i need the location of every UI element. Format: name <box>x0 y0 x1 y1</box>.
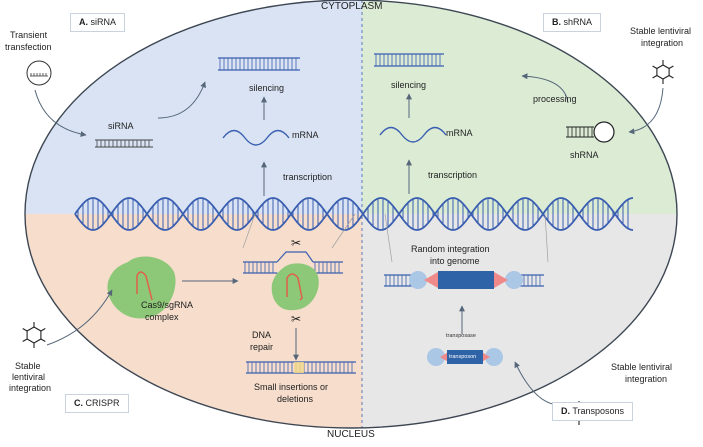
random-integration-label-2: into genome <box>430 256 480 266</box>
hairpin-loop <box>593 121 615 143</box>
panel-d-tag: D. Transposons <box>552 402 634 421</box>
tir-right <box>494 272 508 288</box>
stable-c-label-2: lentiviral <box>12 372 46 382</box>
lentivirus-b-icon <box>652 60 674 84</box>
transient-label-1: Transient <box>10 30 48 40</box>
mrna-b-label: mRNA <box>446 128 473 138</box>
mrna-b-strand <box>379 126 447 143</box>
capsid-spike <box>40 338 46 342</box>
capsid-outline <box>26 326 42 344</box>
zoom-line-c-left <box>242 213 256 249</box>
transposase-left <box>409 271 427 289</box>
scissors-top-icon: ✂ <box>291 236 301 250</box>
transcription-a-label: transcription <box>283 172 333 182</box>
transfection-vesicle-icon <box>26 60 52 86</box>
zoom-line-c-right <box>331 213 356 249</box>
zoom-line-d-left <box>384 213 393 263</box>
dna-strand-2 <box>74 197 634 231</box>
mrna-a-label: mRNA <box>292 130 319 140</box>
zoom-line-d-right <box>544 213 549 263</box>
stable-d-label-2: integration <box>625 374 668 384</box>
panel-b-name: shRNA <box>563 17 593 27</box>
cytoplasm-label: CYTOPLASM <box>321 1 383 12</box>
cas9-label-1: Cas9/sgRNA <box>141 300 194 310</box>
sirna-duplex-icon <box>95 139 153 148</box>
panel-b-tag: B. shRNA <box>543 13 602 32</box>
quadrant-crispr <box>25 214 362 428</box>
silencing-complex-a-icon <box>218 57 300 71</box>
silencing-b-label: silencing <box>391 80 427 90</box>
bound-sgrna-icon <box>286 273 303 301</box>
indel-label-2: deletions <box>277 394 314 404</box>
free-transposase-left <box>427 348 445 366</box>
silencing-a-label: silencing <box>249 83 285 93</box>
capsid-spike <box>22 328 28 332</box>
panel-c-letter: C. <box>74 398 83 408</box>
stable-d-label-1: Stable lentiviral <box>611 362 673 372</box>
transposon-label: transposon <box>449 354 477 360</box>
shrna-label: shRNA <box>570 150 599 160</box>
panel-a-tag: A. siRNA <box>70 13 126 32</box>
panel-b-letter: B. <box>552 17 561 27</box>
mrna-a-strand <box>222 129 290 146</box>
capsid-spike <box>22 338 28 342</box>
stable-b-label-2: integration <box>641 38 684 48</box>
panel-c-tag: C. CRISPR <box>65 394 129 413</box>
free-transposon-icon <box>427 348 503 366</box>
nucleus-label: NUCLEUS <box>327 429 375 440</box>
scissors-bottom-icon: ✂ <box>291 312 301 326</box>
cell-outline <box>24 0 678 429</box>
lentivirus-c-icon <box>22 322 46 348</box>
lentiviral-b-arrow <box>628 87 664 135</box>
random-integration-label-1: Random integration <box>411 244 490 254</box>
processing-arrow <box>521 73 569 104</box>
dna-repair-label-1: DNA <box>252 330 272 340</box>
free-transposase-right <box>485 348 503 366</box>
shrna-hairpin-icon <box>566 121 615 143</box>
transposase-right <box>505 271 523 289</box>
stable-b-label-1: Stable lentiviral <box>630 26 692 36</box>
integrated-transposon-icon <box>384 271 544 289</box>
capsid-spike <box>652 65 658 69</box>
capsid-outline <box>656 64 670 80</box>
transposon-insert <box>438 271 494 289</box>
panel-c-name: CRISPR <box>85 398 120 408</box>
repaired-dna-icon <box>246 361 356 374</box>
free-transposon-body <box>447 350 483 364</box>
genome-dna-helix <box>74 197 634 231</box>
cas9-protein-icon <box>107 256 176 319</box>
sgrna-icon <box>136 271 153 301</box>
transcription-b-label: transcription <box>428 170 478 180</box>
indel-label-1: Small insertions or <box>254 382 329 392</box>
lentiviral-c-arrow <box>46 289 113 346</box>
transposase-label: transposase <box>446 333 476 339</box>
panel-a-name: siRNA <box>90 17 117 27</box>
sirna-to-silencing-arrow <box>157 81 206 119</box>
panel-d-name: Transposons <box>572 406 625 416</box>
processing-label: processing <box>533 94 577 104</box>
transient-label-2: transfection <box>5 42 52 52</box>
stable-c-label-1: Stable <box>15 361 41 371</box>
capsid-spike <box>668 65 674 69</box>
dna-strand-1 <box>74 197 634 231</box>
capsid-spike <box>668 75 674 79</box>
silencing-complex-b-icon <box>374 53 444 67</box>
vesicle-sirna-icon <box>30 73 48 77</box>
transfection-arrow <box>34 89 87 138</box>
stable-c-label-3: integration <box>9 383 52 393</box>
capsid-spike <box>40 328 46 332</box>
tir-left <box>424 272 438 288</box>
cas9-bound-icon <box>271 263 319 311</box>
panel-d-letter: D. <box>561 406 570 416</box>
panel-a-letter: A. <box>79 17 88 27</box>
indel-region <box>294 362 304 373</box>
sirna-label: siRNA <box>108 121 134 131</box>
open-strand-top <box>276 251 314 263</box>
dna-repair-label-2: repair <box>250 342 274 352</box>
cas9-label-2: complex <box>145 312 179 322</box>
capsid-spike <box>652 75 658 79</box>
